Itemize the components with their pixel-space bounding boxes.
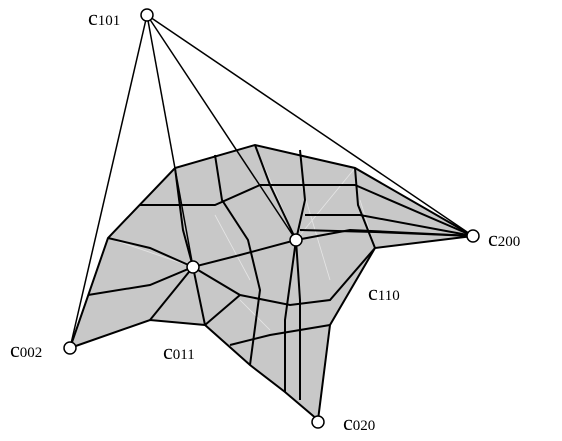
surface-grid — [69, 143, 474, 421]
control-point-c011 — [186, 260, 200, 274]
control-point-c110 — [289, 233, 303, 247]
label-c002: c002 — [10, 337, 42, 362]
control-net — [69, 14, 474, 349]
control-point-c200 — [466, 229, 480, 243]
control-points — [63, 8, 480, 429]
control-point-c002 — [63, 341, 77, 355]
control-point-c101 — [140, 8, 154, 22]
label-c101: c101 — [88, 5, 120, 30]
label-c020: c020 — [343, 410, 375, 435]
label-c110: c110 — [368, 280, 400, 305]
label-c200: c200 — [488, 226, 520, 251]
label-c011: c011 — [163, 339, 195, 364]
control-point-c020 — [311, 415, 325, 429]
